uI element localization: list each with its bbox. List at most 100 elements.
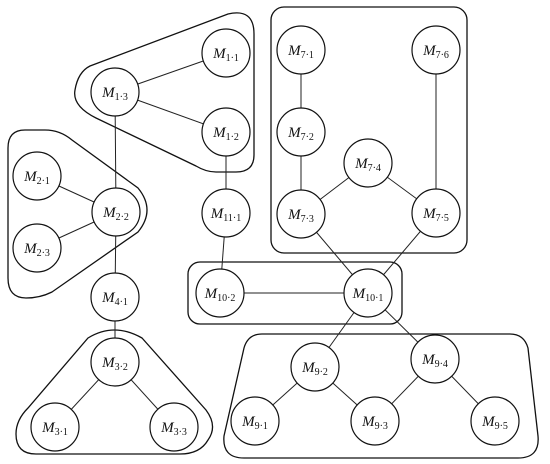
node-label-subscript: 9·2 — [315, 367, 328, 378]
node-label-letter: M — [212, 125, 227, 141]
group-1-outline — [74, 12, 255, 173]
node-circle — [276, 107, 326, 157]
node-label-letter: M — [287, 125, 302, 141]
node-circle — [91, 187, 141, 237]
node-label-subscript: 7·4 — [368, 163, 381, 174]
node-label-letter: M — [101, 355, 116, 371]
node-circle — [470, 396, 520, 446]
node-label: M3·1 — [41, 420, 68, 438]
node-m7-1: M7·1 — [276, 25, 326, 75]
node-m11-1: M11·1 — [201, 188, 251, 238]
node-circle — [343, 138, 393, 188]
node-label-letter: M — [101, 85, 116, 101]
node-label: M1·3 — [101, 85, 128, 103]
node-label-subscript: 9·1 — [255, 421, 268, 432]
node-circle — [90, 337, 140, 387]
node-m7-5: M7·5 — [411, 188, 461, 238]
node-label: M1·1 — [212, 46, 239, 64]
node-circle — [350, 396, 400, 446]
node-label-letter: M — [361, 414, 376, 430]
node-label-letter: M — [204, 286, 219, 302]
node-label-letter: M — [354, 156, 369, 172]
node-label: M7·2 — [287, 125, 314, 143]
node-circle — [276, 25, 326, 75]
node-m7-3: M7·3 — [276, 189, 326, 239]
node-circle — [12, 223, 62, 273]
node-circle — [90, 272, 140, 322]
node-label-subscript: 2·2 — [116, 212, 129, 223]
node-label-subscript: 1·2 — [226, 132, 239, 143]
node-circle — [12, 151, 62, 201]
node-m2-3: M2·3 — [12, 223, 62, 273]
node-label-letter: M — [287, 43, 302, 59]
group-9-outline — [223, 333, 539, 459]
node-label-letter: M — [481, 414, 496, 430]
node-label-subscript: 3·1 — [55, 427, 68, 438]
node-m7-2: M7·2 — [276, 107, 326, 157]
node-m7-6: M7·6 — [411, 25, 461, 75]
node-circle — [90, 67, 140, 117]
node-label: M11·1 — [210, 206, 241, 224]
node-label: M7·1 — [287, 43, 314, 61]
group-7-outline — [270, 6, 468, 254]
node-m2-1: M2·1 — [12, 151, 62, 201]
node-label-subscript: 1·3 — [115, 92, 128, 103]
node-label: M10·2 — [204, 286, 236, 304]
node-label-letter: M — [160, 420, 175, 436]
node-circle — [195, 268, 245, 318]
node-m10-1: M10·1 — [343, 268, 393, 318]
node-label: M7·5 — [422, 206, 449, 224]
node-label: M2·2 — [102, 205, 129, 223]
node-label-subscript: 7·6 — [436, 50, 449, 61]
node-label-letter: M — [212, 46, 227, 62]
node-circle — [230, 396, 280, 446]
node-label: M3·2 — [101, 355, 128, 373]
node-label: M9·1 — [241, 414, 268, 432]
node-label-letter: M — [102, 205, 117, 221]
node-m2-2: M2·2 — [91, 187, 141, 237]
node-circle — [30, 402, 80, 452]
node-label-letter: M — [210, 206, 225, 222]
node-label-subscript: 9·4 — [435, 359, 448, 370]
node-m9-3: M9·3 — [350, 396, 400, 446]
node-label: M4·1 — [101, 290, 128, 308]
node-label-letter: M — [422, 206, 437, 222]
node-circle — [149, 402, 199, 452]
node-label-subscript: 2·1 — [37, 176, 50, 187]
node-label-letter: M — [301, 360, 316, 376]
node-label: M9·5 — [481, 414, 508, 432]
node-label: M10·1 — [352, 286, 384, 304]
node-m4-1: M4·1 — [90, 272, 140, 322]
node-label: M9·4 — [421, 352, 448, 370]
node-label-subscript: 10·2 — [217, 293, 235, 304]
node-label-subscript: 7·2 — [301, 132, 314, 143]
node-label-subscript: 9·3 — [375, 421, 388, 432]
node-m9-5: M9·5 — [470, 396, 520, 446]
node-label-letter: M — [41, 420, 56, 436]
node-label: M3·3 — [160, 420, 187, 438]
node-circle — [411, 25, 461, 75]
node-m10-2: M10·2 — [195, 268, 245, 318]
node-circle — [290, 342, 340, 392]
node-label-letter: M — [23, 241, 38, 257]
node-m1-3: M1·3 — [90, 67, 140, 117]
node-m1-2: M1·2 — [201, 107, 251, 157]
node-label-subscript: 1·1 — [226, 53, 239, 64]
node-m7-4: M7·4 — [343, 138, 393, 188]
node-label: M9·3 — [361, 414, 388, 432]
node-label-letter: M — [101, 290, 116, 306]
node-label: M7·4 — [354, 156, 381, 174]
node-circle — [343, 268, 393, 318]
node-label-subscript: 4·1 — [115, 297, 128, 308]
node-label-letter: M — [241, 414, 256, 430]
group-outlines — [7, 6, 539, 459]
node-label: M1·2 — [212, 125, 239, 143]
group-2-outline — [7, 129, 148, 299]
node-label-letter: M — [421, 352, 436, 368]
node-m9-2: M9·2 — [290, 342, 340, 392]
node-label-subscript: 7·5 — [436, 213, 449, 224]
node-label-subscript: 7·3 — [301, 214, 314, 225]
node-label: M7·3 — [287, 207, 314, 225]
node-label-letter: M — [422, 43, 437, 59]
